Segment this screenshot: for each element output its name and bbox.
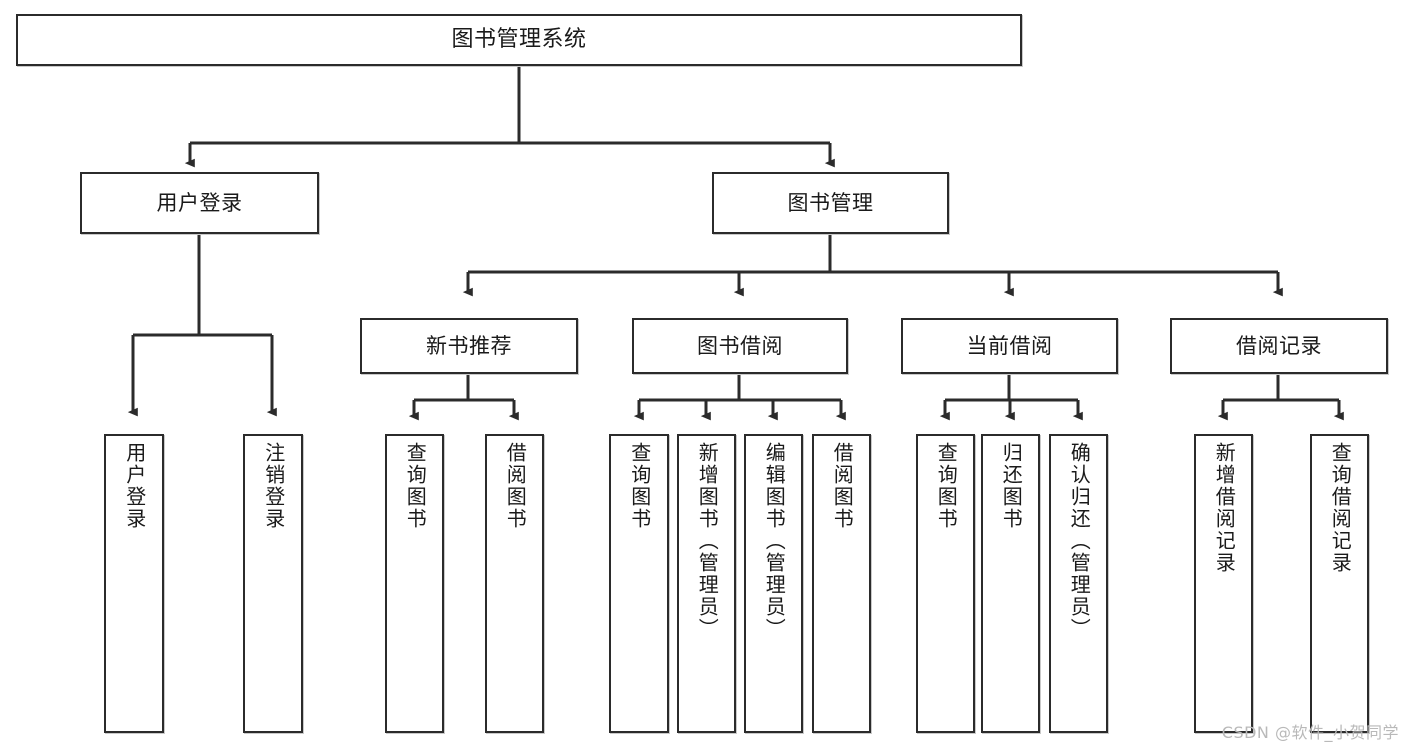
leaf-query-book-borrow[interactable]: 查询图书 xyxy=(609,434,669,733)
leaf-return-book[interactable]: 归还图书 xyxy=(981,434,1040,733)
node-label: 查询图书 xyxy=(934,442,959,530)
node-label: 借阅图书 xyxy=(830,442,855,530)
node-label: 查询借阅记录 xyxy=(1328,442,1353,574)
leaf-logout-login[interactable]: 注销登录 xyxy=(243,434,303,733)
leaf-add-borrow-record[interactable]: 新增借阅记录 xyxy=(1194,434,1253,733)
node-new-book-recommend[interactable]: 新书推荐 xyxy=(360,318,578,374)
node-label: 图书借阅 xyxy=(697,333,783,358)
leaf-query-borrow-record[interactable]: 查询借阅记录 xyxy=(1310,434,1369,733)
node-label: 图书管理 xyxy=(787,190,874,215)
node-label: 注销登录 xyxy=(261,442,286,530)
leaf-borrow-book-borrow[interactable]: 借阅图书 xyxy=(812,434,871,733)
node-current-borrow[interactable]: 当前借阅 xyxy=(901,318,1118,374)
leaf-add-book-admin[interactable]: 新增图书（管理员） xyxy=(677,434,736,733)
node-label: 当前借阅 xyxy=(966,333,1053,358)
leaf-confirm-return-admin[interactable]: 确认归还（管理员） xyxy=(1049,434,1108,733)
node-borrow-record[interactable]: 借阅记录 xyxy=(1170,318,1388,374)
node-label: 图书管理系统 xyxy=(451,27,587,53)
node-user-login[interactable]: 用户登录 xyxy=(80,172,319,234)
node-label: 新书推荐 xyxy=(426,333,512,358)
node-label: 用户登录 xyxy=(122,442,147,530)
node-label: 归还图书 xyxy=(999,442,1024,530)
node-label: 新增图书（管理员） xyxy=(695,442,720,640)
leaf-edit-book-admin[interactable]: 编辑图书（管理员） xyxy=(744,434,803,733)
leaf-user-login[interactable]: 用户登录 xyxy=(104,434,164,733)
node-label: 确认归还（管理员） xyxy=(1067,442,1092,640)
node-label: 借阅图书 xyxy=(503,442,528,530)
node-label: 用户登录 xyxy=(156,190,243,215)
node-label: 查询图书 xyxy=(403,442,428,530)
leaf-query-book-recommend[interactable]: 查询图书 xyxy=(385,434,444,733)
node-label: 查询图书 xyxy=(627,442,652,530)
node-label: 编辑图书（管理员） xyxy=(762,442,787,640)
node-label: 借阅记录 xyxy=(1236,333,1322,358)
node-book-borrow[interactable]: 图书借阅 xyxy=(632,318,848,374)
node-book-management[interactable]: 图书管理 xyxy=(712,172,949,234)
leaf-query-book-current[interactable]: 查询图书 xyxy=(916,434,975,733)
leaf-borrow-book-recommend[interactable]: 借阅图书 xyxy=(485,434,544,733)
node-label: 新增借阅记录 xyxy=(1212,442,1237,574)
node-root-book-management-system[interactable]: 图书管理系统 xyxy=(16,14,1022,66)
watermark: CSDN @软件_小贺同学 xyxy=(1221,723,1399,742)
